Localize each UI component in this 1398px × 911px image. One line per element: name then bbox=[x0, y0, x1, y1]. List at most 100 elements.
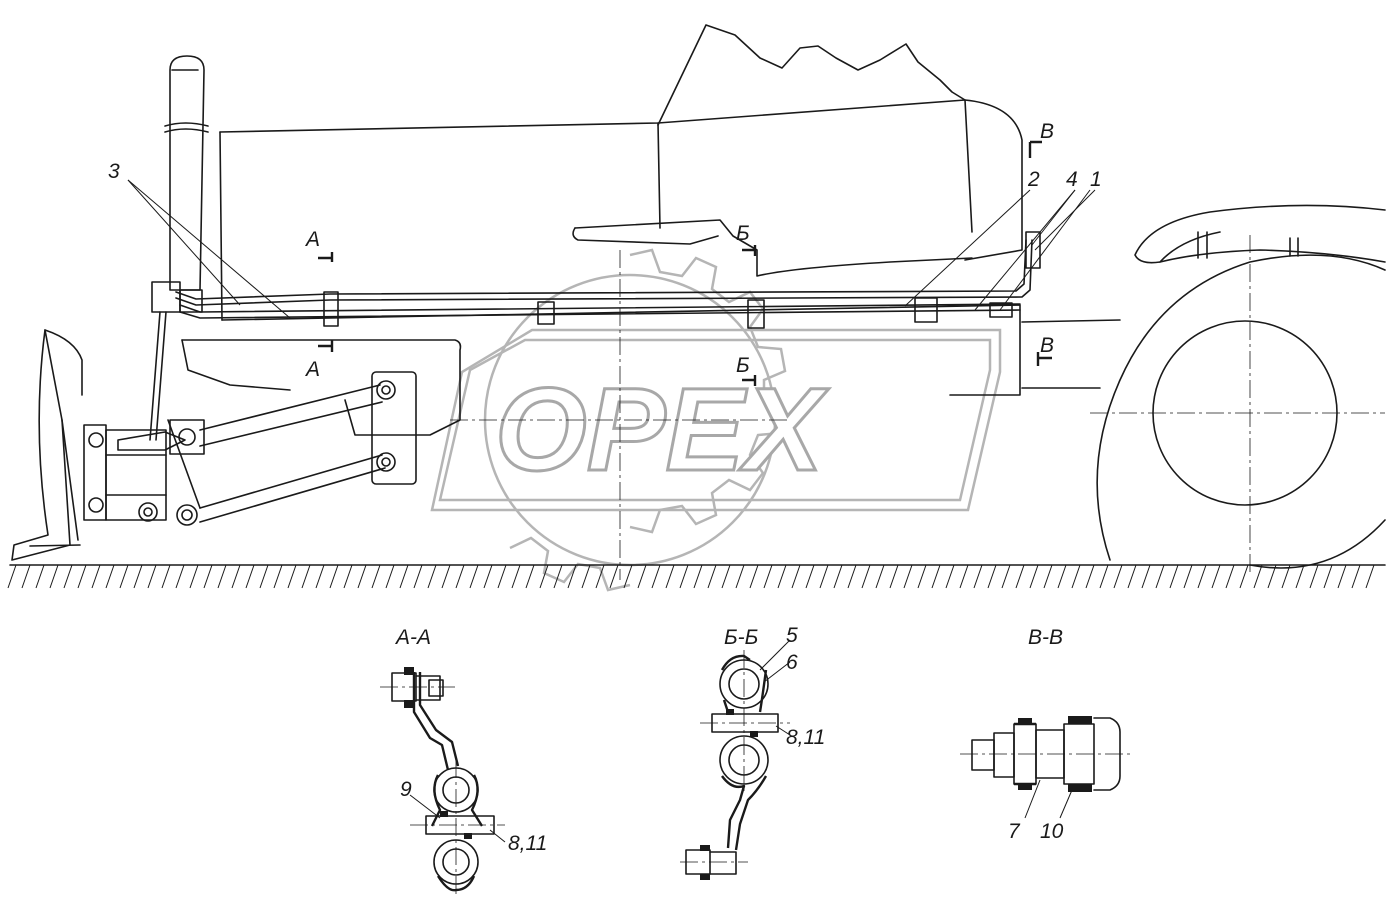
ground-hatch-line bbox=[679, 564, 689, 589]
cut-marker-labels: А А Б Б В В bbox=[304, 120, 1054, 381]
ground-hatch-line bbox=[1365, 564, 1375, 589]
ground-hatch-line bbox=[1127, 564, 1137, 589]
ground-hatch-line bbox=[231, 564, 241, 589]
ground-hatch-line bbox=[301, 564, 311, 589]
watermark-text: OPEX bbox=[495, 364, 829, 496]
ground-hatch-line bbox=[539, 564, 549, 589]
ground-hatch-line bbox=[973, 564, 983, 589]
ground-hatch-line bbox=[273, 564, 283, 589]
ground-hatch-line bbox=[259, 564, 269, 589]
callout-10: 10 bbox=[1040, 820, 1064, 843]
callout-2: 2 bbox=[1027, 168, 1040, 191]
ground-hatch-line bbox=[735, 564, 745, 589]
dozer-blade bbox=[11, 329, 83, 561]
section-title-bb: Б-Б bbox=[724, 626, 758, 649]
ground-hatch-line bbox=[497, 564, 507, 589]
cut-a-bottom: А bbox=[304, 358, 320, 381]
ground-hatch-line bbox=[609, 564, 619, 589]
ground-hatch-line bbox=[119, 564, 129, 589]
ground-hatch-line bbox=[217, 564, 227, 589]
ground-hatch-line bbox=[511, 564, 521, 589]
ground-hatch-line bbox=[1183, 564, 1193, 589]
cut-v-top: В bbox=[1040, 120, 1054, 143]
callout-9: 9 bbox=[400, 778, 412, 801]
ground-hatch-line bbox=[833, 564, 843, 589]
ground-hatch-line bbox=[21, 564, 31, 589]
callout-8-11-aa: 8,11 bbox=[508, 832, 547, 855]
callout-7: 7 bbox=[1008, 820, 1021, 843]
callout-6: 6 bbox=[786, 651, 798, 674]
cut-b-bottom: Б bbox=[736, 354, 750, 377]
section-bb-view bbox=[680, 639, 791, 880]
section-vv-view bbox=[960, 716, 1130, 819]
ground-hatch-line bbox=[49, 564, 59, 589]
ground-hatch-line bbox=[441, 564, 451, 589]
ground-hatch-line bbox=[1281, 564, 1291, 589]
ground-hatch-line bbox=[805, 564, 815, 589]
ground-hatch-line bbox=[315, 564, 325, 589]
ground-hatch-line bbox=[161, 564, 171, 589]
ground-hatch-line bbox=[889, 564, 899, 589]
ground-hatch-line bbox=[707, 564, 717, 589]
ground-hatch-line bbox=[35, 564, 45, 589]
ground-hatch-line bbox=[77, 564, 87, 589]
ground-hatch-line bbox=[903, 564, 913, 589]
ground bbox=[7, 564, 1386, 589]
lift-cylinder bbox=[149, 55, 209, 441]
ground-hatch-line bbox=[469, 564, 479, 589]
push-frame bbox=[83, 371, 417, 526]
callout-1: 1 bbox=[1090, 168, 1102, 191]
callout-leaders bbox=[127, 179, 1096, 319]
ground-hatch-line bbox=[105, 564, 115, 589]
ground-hatch-line bbox=[1001, 564, 1011, 589]
ground-hatch-line bbox=[1099, 564, 1109, 589]
ground-hatch-line bbox=[847, 564, 857, 589]
ground-hatch-line bbox=[343, 564, 353, 589]
ground-hatch-line bbox=[189, 564, 199, 589]
ground-hatch-line bbox=[1085, 564, 1095, 589]
ground-hatch-line bbox=[749, 564, 759, 589]
ground-hatch-line bbox=[1071, 564, 1081, 589]
callout-4: 4 bbox=[1066, 168, 1078, 191]
ground-hatch-line bbox=[7, 564, 17, 589]
ground-hatch-line bbox=[959, 564, 969, 589]
ground-hatch-line bbox=[1337, 564, 1347, 589]
ground-hatch-line bbox=[483, 564, 493, 589]
ground-hatch-line bbox=[133, 564, 143, 589]
ground-hatch-line bbox=[945, 564, 955, 589]
ground-hatch-line bbox=[1309, 564, 1319, 589]
ground-hatch-line bbox=[763, 564, 773, 589]
ground-hatch-line bbox=[581, 564, 591, 589]
ground-hatch-line bbox=[1295, 564, 1305, 589]
ground-hatch-line bbox=[623, 564, 633, 589]
ground-hatch-line bbox=[693, 564, 703, 589]
ground-hatch-line bbox=[917, 564, 927, 589]
ground-hatch-line bbox=[637, 564, 647, 589]
ground-hatch-line bbox=[413, 564, 423, 589]
ground-hatch-line bbox=[455, 564, 465, 589]
ground-hatch-line bbox=[1113, 564, 1123, 589]
ground-hatch-line bbox=[861, 564, 871, 589]
ground-hatch-line bbox=[665, 564, 675, 589]
ground-hatch-line bbox=[567, 564, 577, 589]
ground-hatch-line bbox=[245, 564, 255, 589]
ground-hatch-line bbox=[203, 564, 213, 589]
ground-hatch-line bbox=[427, 564, 437, 589]
ground-hatch-line bbox=[1043, 564, 1053, 589]
ground-hatch-line bbox=[553, 564, 563, 589]
ground-hatch-line bbox=[1197, 564, 1207, 589]
section-aa-view bbox=[380, 667, 506, 895]
callout-3: 3 bbox=[108, 160, 120, 183]
ground-hatch-line bbox=[147, 564, 157, 589]
ground-hatch-line bbox=[1029, 564, 1039, 589]
section-title-vv: В-В bbox=[1028, 626, 1063, 649]
ground-hatch-line bbox=[175, 564, 185, 589]
section-titles: А-А Б-Б В-В bbox=[394, 626, 1063, 649]
callout-5: 5 bbox=[786, 624, 798, 647]
ground-hatch-line bbox=[721, 564, 731, 589]
ground-hatch-line bbox=[1323, 564, 1333, 589]
ground-hatch-line bbox=[1169, 564, 1179, 589]
ground-hatch-line bbox=[399, 564, 409, 589]
tractor-body bbox=[181, 24, 1386, 580]
